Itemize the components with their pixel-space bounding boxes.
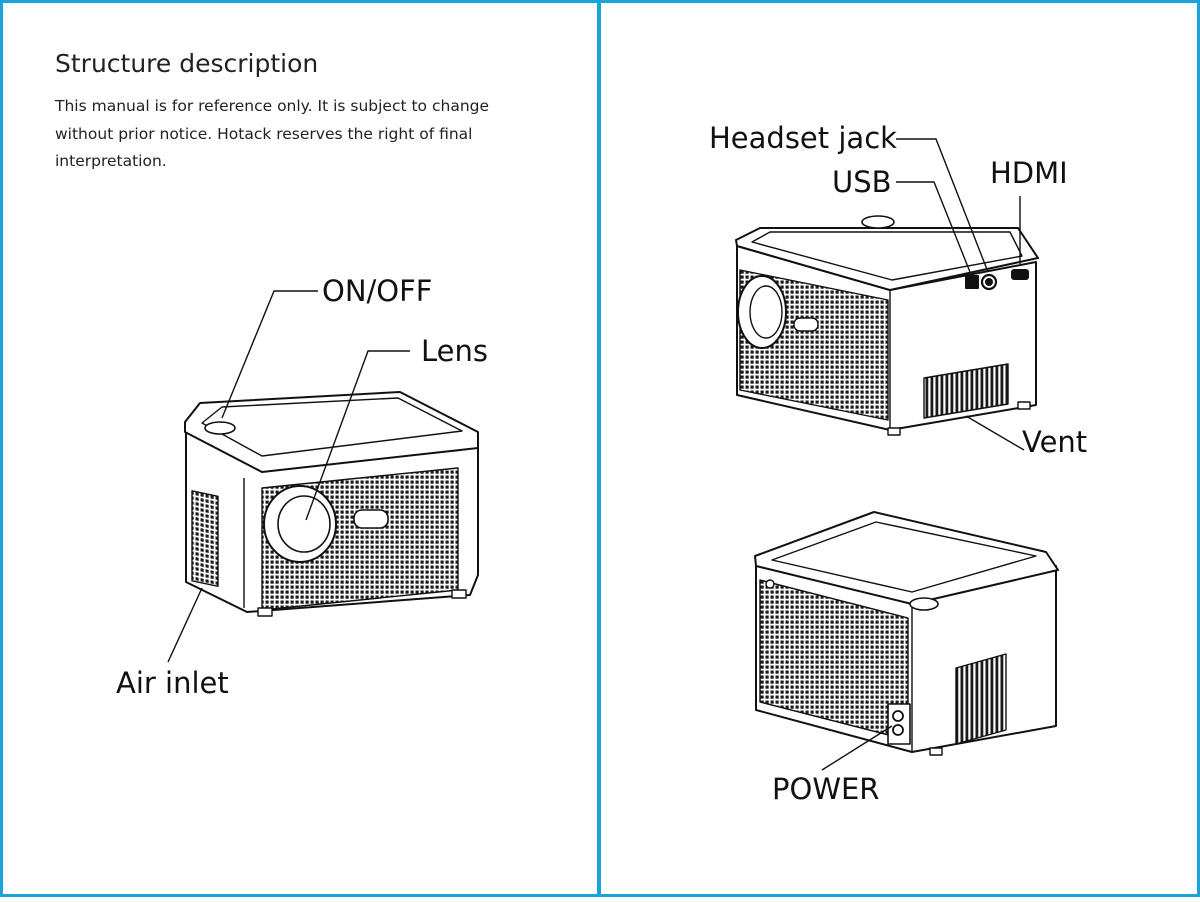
callout-headset-jack: Headset jack	[709, 121, 897, 155]
callout-air-inlet: Air inlet	[116, 666, 229, 700]
callout-power: POWER	[772, 772, 880, 806]
projector-front-view	[184, 391, 479, 617]
right-bottom-leader-lines	[821, 725, 893, 771]
intro-paragraph: This manual is for reference only. It is…	[55, 97, 490, 170]
page-title: Structure description	[55, 49, 319, 78]
callout-hdmi: HDMI	[990, 156, 1068, 190]
projector-back-view	[735, 215, 1039, 436]
callout-usb: USB	[832, 165, 892, 199]
right-top-leader-lines	[896, 138, 1025, 451]
callout-lens: Lens	[421, 334, 488, 368]
projector-side-view	[754, 511, 1059, 756]
callout-vent: Vent	[1022, 425, 1088, 459]
left-leader-lines	[167, 290, 410, 663]
callout-on-off: ON/OFF	[322, 274, 433, 308]
